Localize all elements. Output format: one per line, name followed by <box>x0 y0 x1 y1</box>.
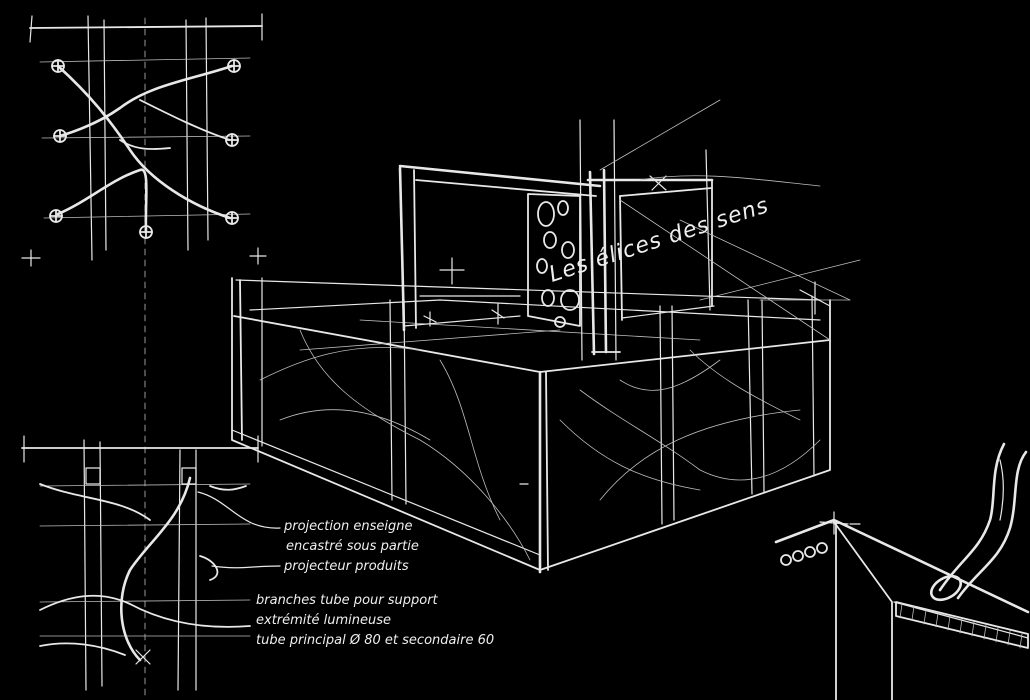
note-projecteur-produits: projecteur produits <box>283 559 409 574</box>
plan-detail-bottom <box>21 435 281 691</box>
note-extremite-lumineuse: extrémité lumineuse <box>256 613 391 628</box>
note-projection-enseigne: projection enseigne <box>283 519 412 534</box>
note-encastre-sous-partie: encastré sous partie <box>286 539 419 554</box>
booth-perspective <box>231 99 861 574</box>
plan-detail-top <box>21 13 267 700</box>
note-branches-tube: branches tube pour support <box>256 593 439 608</box>
note-tube-principal: tube principal Ø 80 et secondaire 60 <box>256 633 494 648</box>
corner-detail <box>774 442 1030 700</box>
